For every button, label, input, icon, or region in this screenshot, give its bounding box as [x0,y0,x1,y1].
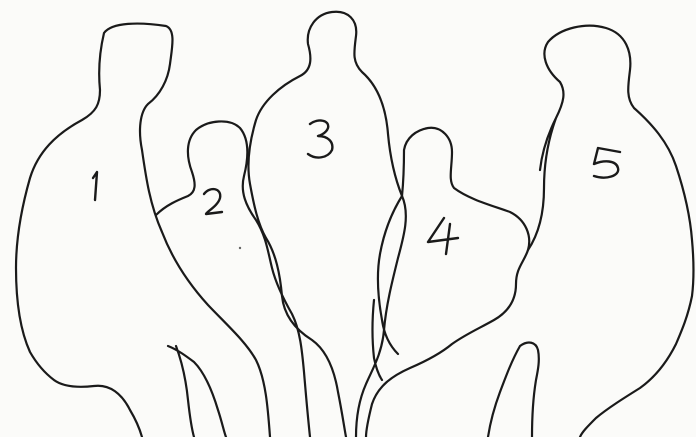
figure-2-outline [156,121,310,437]
figure-2 [156,121,310,437]
figure-1-number [93,172,97,200]
figure-3-number [308,121,332,158]
ink-speck [239,247,241,249]
figure-3-outline [248,12,405,437]
figure-5-number [594,148,620,178]
figure-2-number [204,189,222,214]
figure-5 [528,26,694,437]
figure-1-outline [16,24,270,437]
figure-4-number [428,218,458,254]
figure-3 [248,12,405,437]
figure-5-outline [528,26,694,437]
figure-1 [16,24,270,437]
